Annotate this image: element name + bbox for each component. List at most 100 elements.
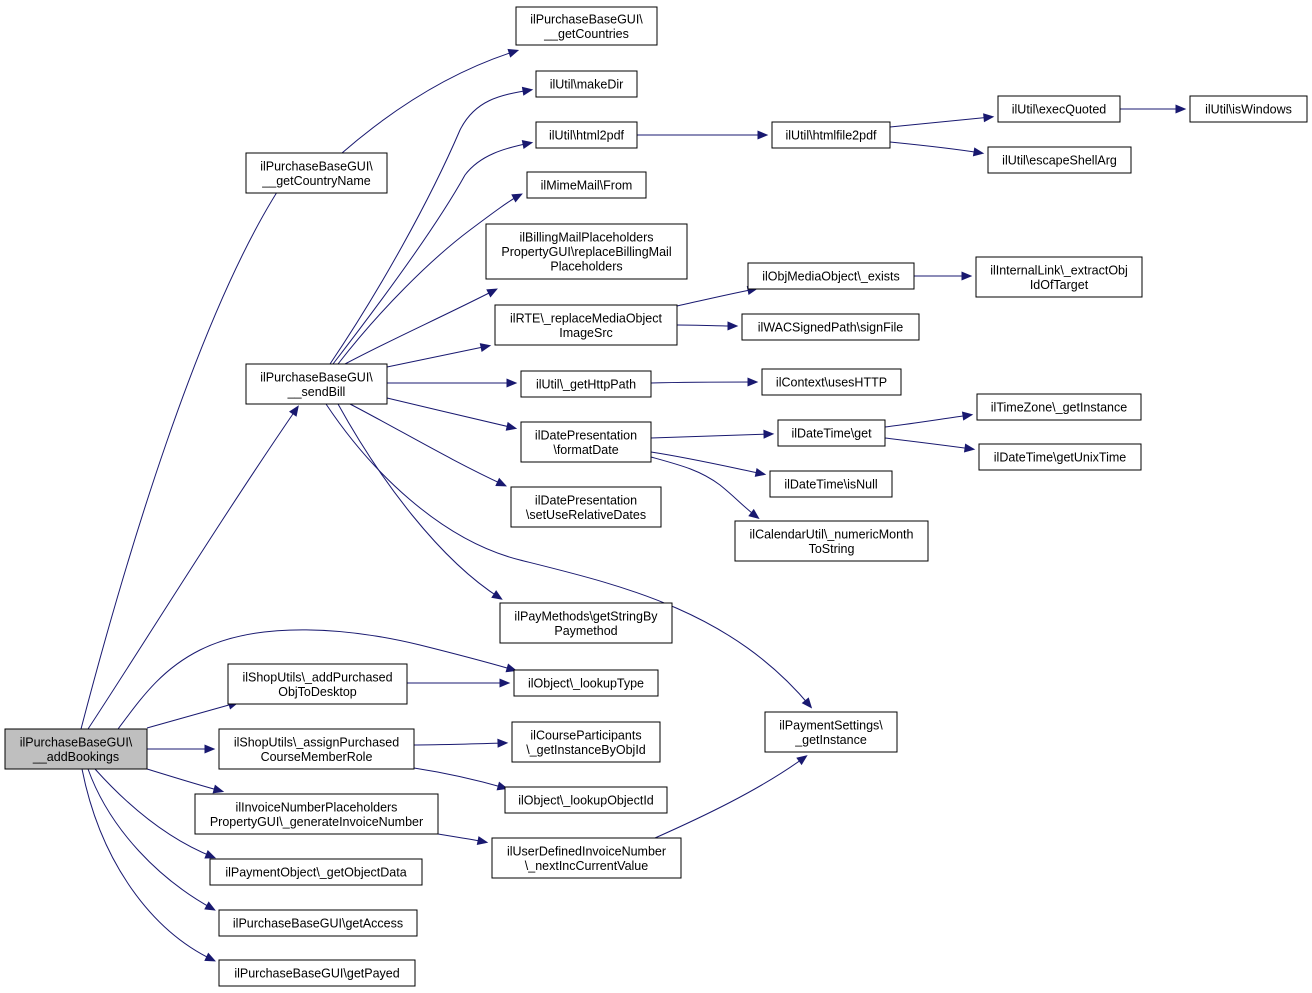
edge-n1-n9 (341, 48, 520, 154)
node-label: \_getInstanceByObjId (526, 743, 646, 757)
edge-line (413, 742, 506, 746)
node-label: ilUtil\_getHttpPath (536, 378, 636, 392)
edge-line (654, 756, 806, 839)
node-label: ilUtil\html2pdf (549, 129, 625, 143)
node-n10[interactable]: ilUtil\makeDir (535, 70, 638, 98)
node-label: ilObject\_lookupObjectId (518, 794, 654, 808)
node-n31[interactable]: ilUtil\execQuoted (997, 95, 1121, 123)
node-box (491, 837, 682, 879)
node-n23[interactable]: ilUtil\htmlfile2pdf (771, 121, 891, 149)
edge-n2-n17 (349, 403, 507, 487)
arrow-head-icon (497, 738, 509, 748)
node-box (764, 711, 898, 753)
node-box (734, 520, 929, 562)
edge-line (884, 414, 971, 428)
edge-line (386, 345, 489, 368)
node-n15[interactable]: ilUtil\_getHttpPath (520, 370, 652, 398)
arrow-head-icon (963, 443, 976, 453)
node-n24[interactable]: ilObjMediaObject\_exists (747, 262, 915, 290)
node-n35[interactable]: ilDateTime\getUnixTime (978, 443, 1142, 471)
node-box (520, 421, 652, 463)
node-label: ilObjMediaObject\_exists (762, 270, 900, 284)
arrow-head-icon (204, 849, 217, 859)
node-n2[interactable]: ilPurchaseBaseGUI\__sendBill (245, 363, 388, 405)
node-n30[interactable]: ilPaymentSettings\_getInstance (764, 711, 898, 753)
node-box (209, 858, 423, 886)
node-n5[interactable]: ilInvoiceNumberPlaceholdersPropertyGUI\_… (194, 793, 439, 835)
node-n32[interactable]: ilUtil\escapeShellArg (987, 146, 1132, 174)
edge-n2-n15 (387, 378, 518, 388)
node-box (741, 313, 920, 341)
node-n9[interactable]: ilPurchaseBaseGUI\__getCountries (515, 6, 658, 46)
edge-n23-n31 (889, 113, 995, 128)
node-n8[interactable]: ilPurchaseBaseGUI\getPayed (218, 959, 416, 987)
arrow-head-icon (796, 755, 808, 766)
node-label: PropertyGUI\replaceBillingMail (501, 245, 671, 259)
node-n34[interactable]: ilTimeZone\_getInstance (976, 393, 1142, 421)
node-n13[interactable]: ilBillingMailPlaceholdersPropertyGUI\rep… (485, 223, 688, 280)
node-label: ilDatePresentation (535, 428, 637, 442)
node-n26[interactable]: ilContext\usesHTTP (761, 368, 902, 396)
edge-n0-n4 (146, 744, 216, 754)
node-n21[interactable]: ilObject\_lookupObjectId (504, 786, 668, 814)
arrow-head-icon (491, 590, 503, 600)
arrow-head-icon (521, 140, 534, 149)
node-n12[interactable]: ilMimeMail\From (526, 171, 647, 199)
node-n1[interactable]: ilPurchaseBaseGUI\__getCountryName (245, 152, 388, 194)
edge-n2-n16 (386, 397, 518, 431)
node-label: ilTimeZone\_getInstance (991, 401, 1127, 415)
arrow-head-icon (495, 477, 507, 487)
node-n28[interactable]: ilDateTime\isNull (769, 470, 893, 498)
edge-line (650, 381, 756, 384)
node-n4[interactable]: ilShopUtils\_assignPurchasedCourseMember… (218, 728, 415, 770)
edge-n0-n5 (146, 768, 225, 794)
node-n16[interactable]: ilDatePresentation\formatDate (520, 421, 652, 463)
node-n0[interactable]: ilPurchaseBaseGUI\__addBookings (4, 728, 148, 770)
node-n11[interactable]: ilUtil\html2pdf (535, 121, 638, 149)
edge-n0-n6 (94, 768, 217, 859)
node-label: ImageSrc (559, 326, 613, 340)
node-n19[interactable]: ilObject\_lookupType (513, 669, 659, 697)
arrow-head-icon (961, 411, 974, 421)
node-n22[interactable]: ilUserDefinedInvoiceNumber\_nextIncCurre… (491, 837, 682, 879)
node-label: ObjToDesktop (278, 685, 357, 699)
node-box (494, 304, 678, 346)
edge-n4-n21 (413, 767, 509, 791)
arrow-head-icon (763, 429, 775, 439)
edge-line (146, 768, 222, 792)
node-label: ilCalendarUtil\_numericMonth (750, 527, 914, 541)
node-box (227, 663, 408, 705)
node-box (520, 370, 652, 398)
node-n7[interactable]: ilPurchaseBaseGUI\getAccess (218, 909, 418, 937)
edge-line (337, 194, 521, 365)
node-n17[interactable]: ilDatePresentation\setUseRelativeDates (510, 486, 662, 528)
edge-line (413, 767, 506, 789)
node-n20[interactable]: ilCourseParticipants\_getInstanceByObjId (511, 721, 661, 763)
arrow-head-icon (521, 86, 534, 96)
node-label: ilDateTime\getUnixTime (994, 451, 1126, 465)
node-label: ilWACSignedPath\signFile (758, 321, 903, 335)
node-n36[interactable]: ilUtil\isWindows (1189, 95, 1308, 123)
arrow-head-icon (972, 147, 985, 157)
edge-line (81, 768, 214, 961)
node-n27[interactable]: ilDateTime\get (777, 419, 886, 447)
node-box (761, 368, 902, 396)
node-label: ilPurchaseBaseGUI\ (20, 735, 133, 749)
edge-n14-n25 (676, 321, 739, 331)
node-label: ilPayMethods\getStringBy (514, 609, 658, 623)
node-label: __addBookings (32, 750, 119, 764)
edge-n27-n35 (884, 437, 976, 453)
node-label: ilPurchaseBaseGUI\ (260, 159, 373, 173)
node-box (769, 470, 893, 498)
node-label: ilDateTime\get (791, 427, 872, 441)
node-n6[interactable]: ilPaymentObject\_getObjectData (209, 858, 423, 886)
node-label: PropertyGUI\_generateInvoiceNumber (210, 815, 423, 829)
node-label: Paymethod (554, 624, 617, 638)
edge-n2-n30 (325, 403, 813, 709)
node-n25[interactable]: ilWACSignedPath\signFile (741, 313, 920, 341)
